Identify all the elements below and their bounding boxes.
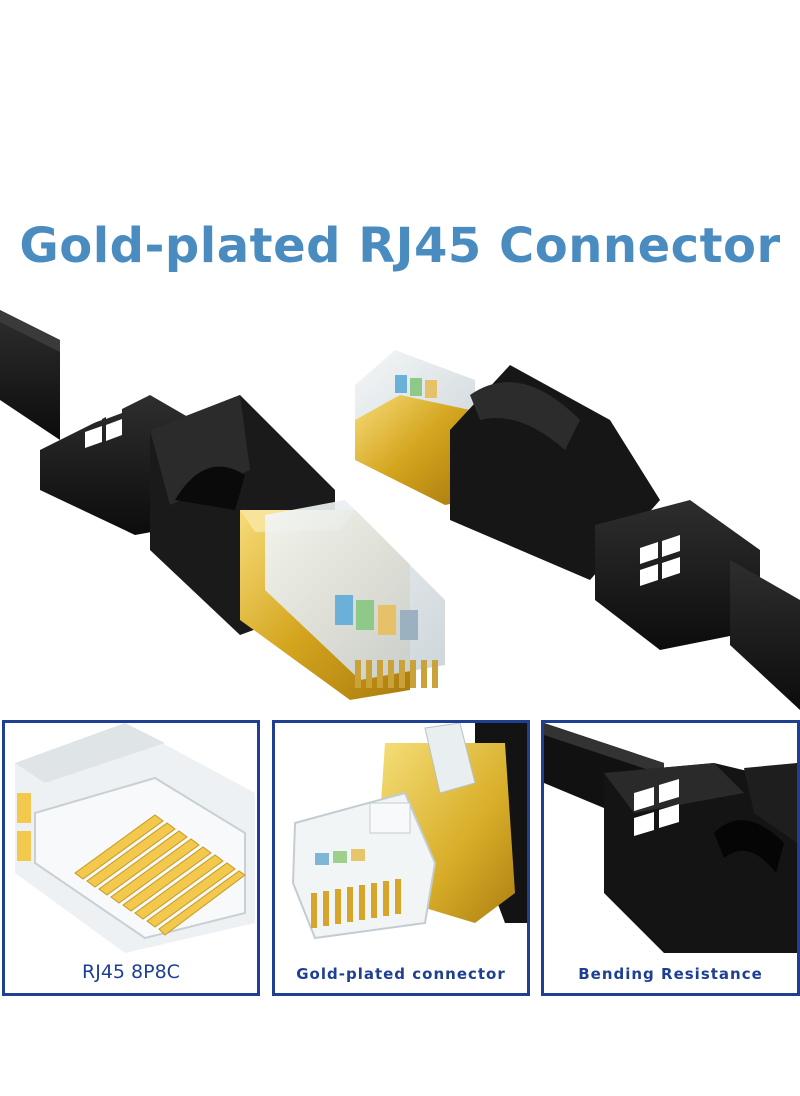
panel-caption-bending-resistance: Bending Resistance bbox=[578, 965, 763, 983]
right-cable bbox=[730, 560, 800, 710]
feature-panel-bending-resistance: Bending Resistance bbox=[541, 720, 800, 996]
rj45-pins-closeup-image bbox=[15, 723, 255, 953]
panel-caption-rj45-8p8c: RJ45 8P8C bbox=[82, 961, 180, 983]
feature-panel-gold-plated-connector: Gold-plated connector bbox=[272, 720, 530, 996]
left-clear-plug bbox=[265, 500, 445, 688]
right-strain-relief bbox=[595, 500, 760, 650]
left-cable bbox=[0, 310, 60, 440]
right-gold-shield bbox=[355, 395, 470, 505]
hero-product-image bbox=[0, 300, 800, 710]
cable-strain-relief-closeup-image bbox=[544, 723, 797, 953]
gold-plated-connector-closeup-image bbox=[291, 723, 527, 940]
feature-panel-rj45-8p8c: RJ45 8P8C bbox=[2, 720, 260, 996]
headline: Gold-plated RJ45 Connector bbox=[19, 218, 781, 274]
panel-caption-gold-plated-connector: Gold-plated connector bbox=[296, 965, 506, 983]
